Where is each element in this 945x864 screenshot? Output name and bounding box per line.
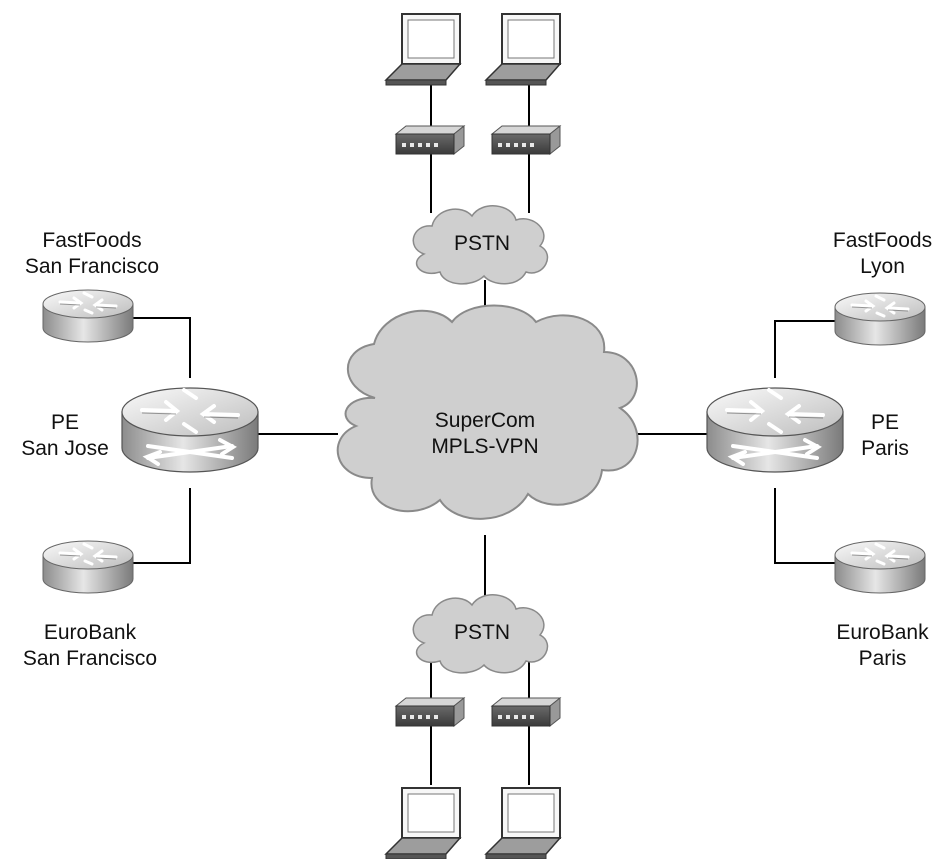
core-cloud-icon — [336, 304, 639, 520]
link-fastfoods-lyon-paris — [774, 320, 836, 378]
connection-lines — [132, 80, 836, 785]
label-pe-sanjose-line2: San Jose — [21, 437, 109, 460]
label-eurobank-sf-line1: EuroBank — [43, 621, 137, 644]
fastfoods-lyon-router-icon — [833, 291, 927, 347]
eurobank-paris-router-icon — [833, 539, 927, 595]
label-eurobank-sf: EuroBank San Francisco — [10, 620, 170, 672]
label-pe-sanjose: PE San Jose — [10, 410, 120, 462]
laptop-top-left-icon — [385, 13, 461, 86]
label-eurobank-paris-line1: EuroBank — [836, 621, 929, 644]
label-pstn-bottom: PSTN — [453, 621, 510, 644]
label-fastfoods-lyon-line1: FastFoods — [832, 229, 933, 252]
laptop-top-right-icon — [485, 13, 561, 86]
label-fastfoods-sf-line2: San Francisco — [24, 255, 160, 278]
label-fastfoods-lyon-line2: Lyon — [860, 255, 905, 278]
label-pe-paris-line2: Paris — [861, 437, 909, 460]
laptop-bottom-left-icon — [385, 787, 461, 860]
label-fastfoods-sf: FastFoods San Francisco — [12, 228, 172, 280]
pe-sanjose-router-icon — [120, 386, 260, 474]
label-core-cloud: SuperCom MPLS-VPN — [405, 408, 565, 460]
label-pe-sanjose-line1: PE — [50, 411, 79, 434]
modem-top-right-icon — [491, 125, 561, 155]
link-eurobank-sf-sanjose — [132, 488, 191, 564]
pe-paris-router-icon — [705, 386, 845, 474]
label-eurobank-paris-line2: Paris — [858, 647, 907, 670]
label-core-cloud-line2: MPLS-VPN — [431, 435, 539, 458]
link-fastfoods-sf-sanjose — [132, 317, 191, 378]
label-eurobank-sf-line2: San Francisco — [22, 647, 158, 670]
label-core-cloud-line1: SuperCom — [434, 409, 536, 432]
fastfoods-sf-router-icon — [41, 288, 135, 344]
modem-top-left-icon — [395, 125, 465, 155]
label-eurobank-paris: EuroBank Paris — [820, 620, 945, 672]
laptop-bottom-right-icon — [485, 787, 561, 860]
link-eurobank-paris-paris — [774, 488, 836, 564]
eurobank-sf-router-icon — [41, 539, 135, 595]
label-pe-paris: PE Paris — [845, 410, 925, 462]
modem-bottom-left-icon — [395, 697, 465, 727]
modem-bottom-right-icon — [491, 697, 561, 727]
label-pe-paris-line1: PE — [870, 411, 899, 434]
label-fastfoods-sf-line1: FastFoods — [42, 229, 142, 252]
label-pstn-top: PSTN — [453, 232, 510, 255]
label-fastfoods-lyon: FastFoods Lyon — [820, 228, 945, 280]
